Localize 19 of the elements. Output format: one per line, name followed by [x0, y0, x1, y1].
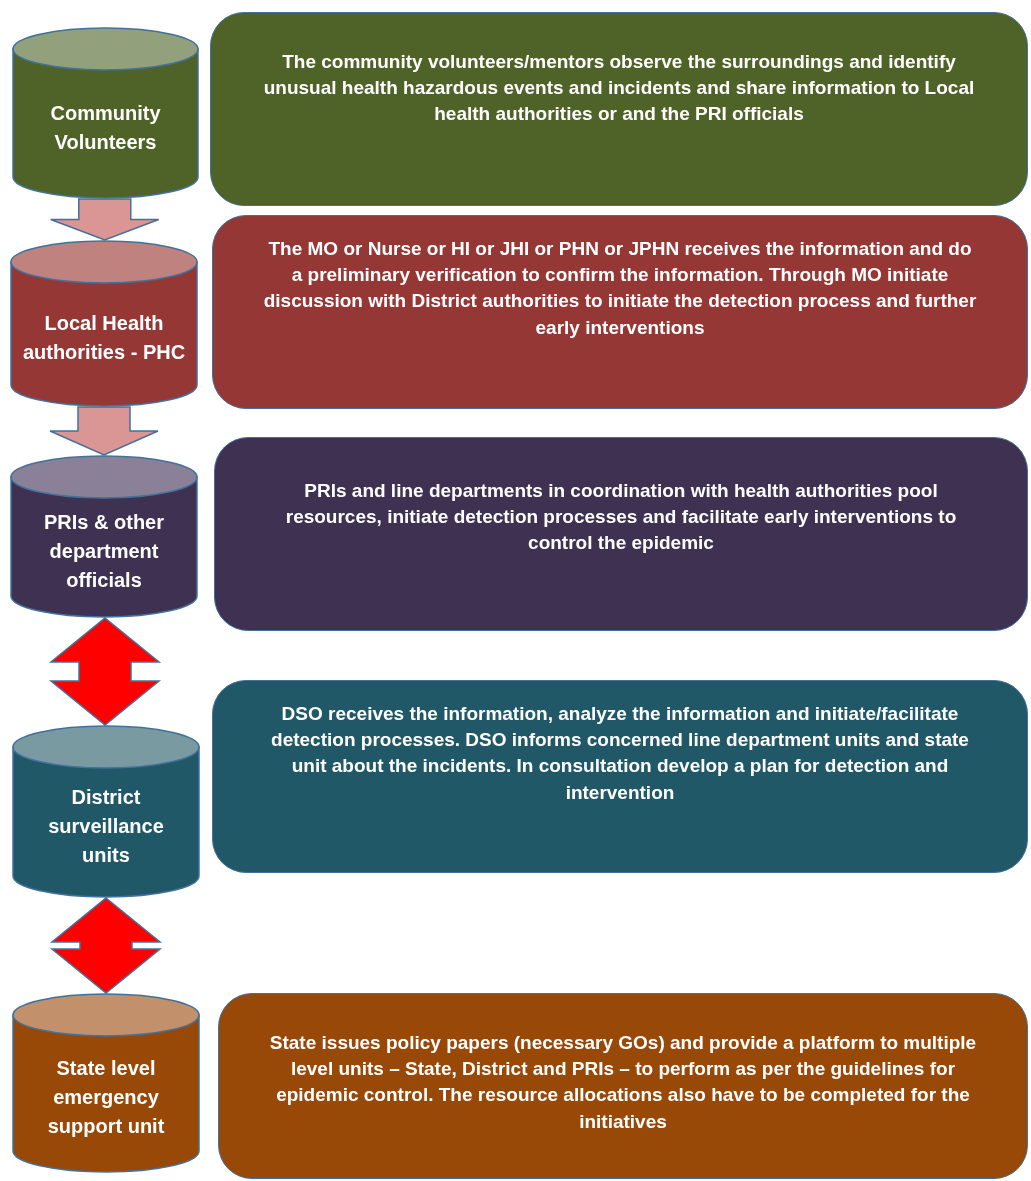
- block-arrow: [49, 406, 159, 456]
- description-box: [218, 993, 1028, 1179]
- description-box: [210, 12, 1028, 206]
- description-box: [212, 215, 1028, 409]
- block-arrow: [50, 198, 160, 241]
- cylinder-label: Local Health authorities - PHC: [22, 311, 186, 366]
- cylinder-label: District surveillance units: [47, 784, 165, 868]
- block-arrow: [49, 897, 163, 994]
- cylinder-label: PRIs & other department officials: [43, 509, 165, 593]
- block-arrow: [48, 617, 162, 726]
- cylinder-label: State level emergency support unit: [46, 1056, 166, 1140]
- description-text: The community volunteers/mentors observe the surroundings and identify unusual health hazardous events and incidents and share information to Local health authorities or and the PRI officials: [262, 50, 976, 127]
- cylinder-label: Community Volunteers: [49, 100, 162, 155]
- description-text: DSO receives the information, analyze the information and initiate/facilitate detection processes. DSO informs concerned line department units and state unit about the incidents. In consultation develop a plan for detection and intervention: [270, 702, 970, 805]
- description-box: [214, 437, 1028, 631]
- description-text: The MO or Nurse or HI or JHI or PHN or JPHN receives the information and do a preliminary verification to confirm the information. Through MO initiate discussion with District authorities to initiate the detection process and further early interventions: [262, 237, 978, 340]
- description-text: PRIs and line departments in coordination with health authorities pool resources, initiate detection processes and facilitate early interventions to control the epidemic: [284, 479, 958, 556]
- description-box: [212, 680, 1028, 873]
- description-text: State issues policy papers (necessary GOs) and provide a platform to multiple level units – State, District and PRIs – to perform as per the guidelines for epidemic control. The resource allocations also have to be completed for the initiatives: [268, 1031, 978, 1134]
